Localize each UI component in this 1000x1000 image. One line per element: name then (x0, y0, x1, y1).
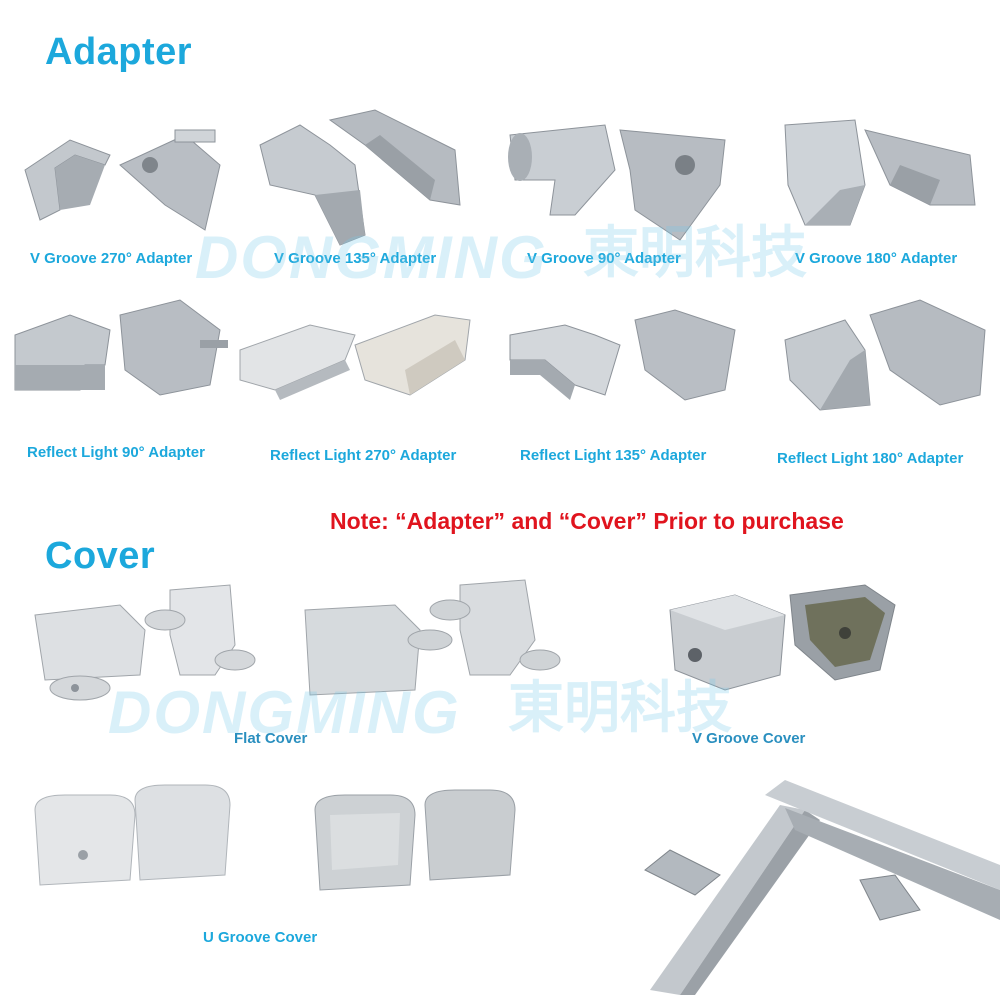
caption-flat-cover: Flat Cover (234, 730, 308, 747)
caption-reflect-light-90: Reflect Light 90° Adapter (27, 444, 205, 461)
caption-reflect-light-180: Reflect Light 180° Adapter (777, 450, 964, 467)
corner-profile-assembly-image (644, 780, 1000, 995)
u-groove-cover-clear-image (314, 789, 516, 891)
flat-cover-image (34, 584, 256, 701)
v-groove-135-adapter-image (259, 109, 461, 246)
caption-v-groove-180: V Groove 180° Adapter (795, 250, 958, 267)
caption-v-groove-cover: V Groove Cover (692, 730, 806, 747)
caption-v-groove-270: V Groove 270° Adapter (30, 250, 193, 267)
v-groove-90-adapter-image (508, 124, 726, 241)
caption-v-groove-90: V Groove 90° Adapter (527, 250, 681, 267)
v-groove-180-adapter-image (784, 119, 976, 226)
reflect-light-90-adapter-image (14, 299, 228, 396)
caption-v-groove-135: V Groove 135° Adapter (274, 250, 437, 267)
reflect-light-270-adapter-image (239, 314, 471, 400)
u-groove-cover-image (34, 784, 231, 886)
caption-u-groove-cover: U Groove Cover (203, 929, 318, 946)
reflect-light-180-adapter-image (784, 299, 986, 411)
reflect-light-135-adapter-image (509, 309, 736, 401)
purchase-note: Note: “Adapter” and “Cover” Prior to pur… (330, 508, 844, 534)
flat-cover-clear-image (304, 579, 561, 696)
cover-section-title: Cover (45, 535, 156, 577)
caption-reflect-light-135: Reflect Light 135° Adapter (520, 447, 707, 464)
caption-reflect-light-270: Reflect Light 270° Adapter (270, 447, 457, 464)
adapter-section-title: Adapter (45, 31, 193, 73)
v-groove-270-adapter-image (24, 129, 221, 231)
v-groove-cover-image (669, 584, 896, 691)
